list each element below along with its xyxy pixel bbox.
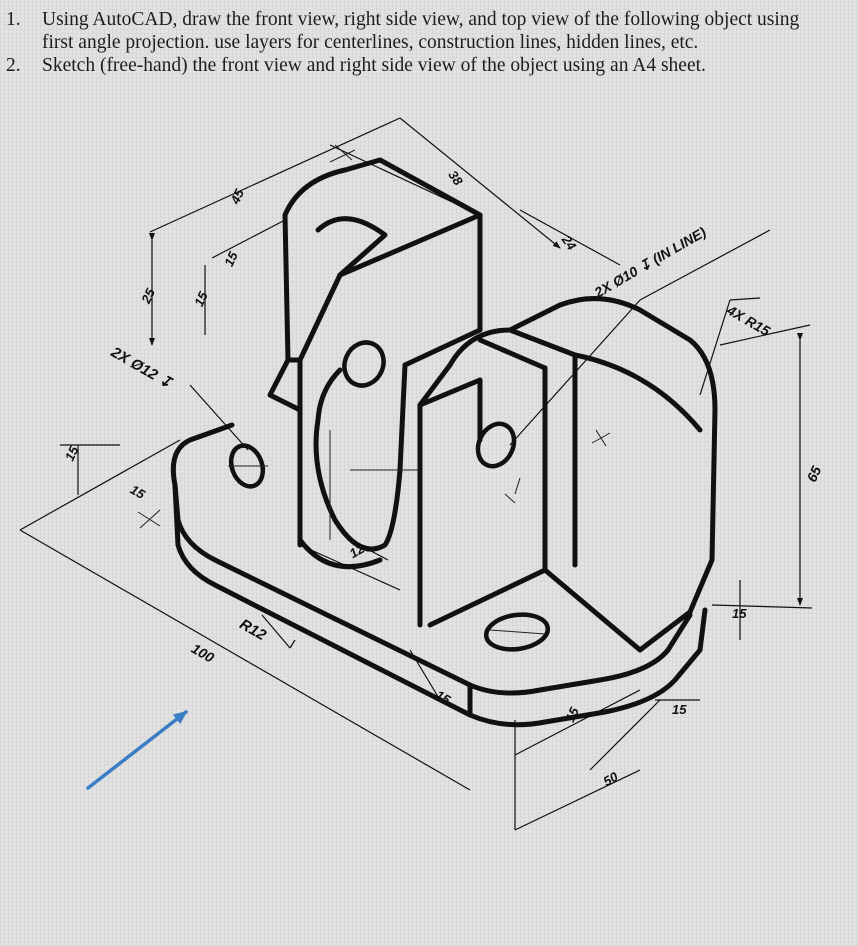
instruction-2-text: Sketch (free-hand) the front view and ri… bbox=[42, 55, 706, 76]
instruction-1-text: Using AutoCAD, draw the front view, righ… bbox=[42, 9, 800, 30]
dim-45: 45 bbox=[227, 186, 247, 207]
left-upright bbox=[267, 157, 483, 570]
dim-15-right: 15 bbox=[732, 606, 747, 621]
dim-r12: R12 bbox=[237, 616, 270, 645]
dim-12: 12 bbox=[347, 540, 368, 561]
dim-24: 24 bbox=[558, 232, 580, 254]
dim-38: 38 bbox=[445, 168, 466, 189]
hole-right-upright bbox=[475, 421, 517, 469]
instruction-1-continuation: first angle projection. use layers for c… bbox=[42, 32, 699, 53]
holes-right-callout: 2X Ø10 ↧ (IN LINE) bbox=[591, 224, 709, 302]
dim-15-left: 15 bbox=[191, 289, 211, 309]
dim-25: 25 bbox=[138, 285, 158, 306]
blue-arrow-annotation bbox=[86, 710, 188, 790]
instruction-1: 1. Using AutoCAD, draw the front view, r… bbox=[0, 8, 850, 54]
instruction-1-number: 1. bbox=[6, 9, 21, 30]
dim-15-bottom-2: 15 bbox=[562, 704, 582, 724]
holes-left-callout: 2X Ø12 ↧ bbox=[107, 343, 175, 392]
dim-100: 100 bbox=[189, 640, 217, 666]
instruction-2-number: 2. bbox=[6, 55, 21, 76]
right-upright bbox=[417, 296, 718, 653]
dim-15-top: 15 bbox=[221, 249, 241, 269]
dim-15-bottom-3: 15 bbox=[672, 702, 687, 717]
dim-65: 65 bbox=[803, 463, 824, 484]
instruction-2: 2. Sketch (free-hand) the front view and… bbox=[0, 54, 850, 77]
hole-base-right bbox=[483, 612, 551, 652]
dim-15-base: 15 bbox=[128, 482, 149, 503]
hole-base-left bbox=[228, 443, 266, 489]
holes bbox=[228, 340, 551, 652]
hole-left-upright bbox=[342, 340, 386, 388]
instructions-list: 1. Using AutoCAD, draw the front view, r… bbox=[0, 8, 850, 77]
centerlines bbox=[137, 144, 611, 635]
base-plate bbox=[170, 422, 708, 728]
dim-r15: 4X R15 bbox=[724, 301, 773, 339]
dimension-lines bbox=[19, 117, 813, 831]
dim-15-side: 15 bbox=[62, 443, 82, 463]
dim-50: 50 bbox=[601, 768, 622, 789]
